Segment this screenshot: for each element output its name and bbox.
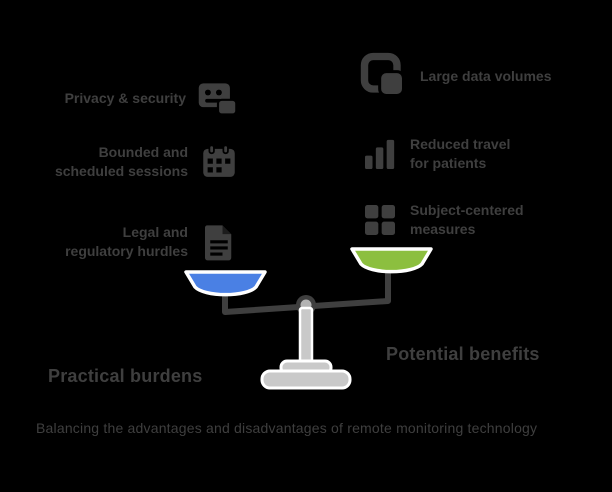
right-item-3-label: Subject-centered measures (410, 202, 524, 237)
left-item-1: Privacy & security (28, 76, 240, 120)
left-pan-label: Practical burdens (48, 366, 203, 386)
left-item-2-label: Bounded and scheduled sessions (54, 144, 188, 179)
right-item-2: Reduced travel for patients (360, 130, 590, 178)
scale-base-bottom (260, 369, 352, 390)
chart-icon (360, 134, 400, 174)
right-pan-label: Potential benefits (386, 344, 540, 364)
copy-icon (358, 50, 410, 102)
document-icon (198, 221, 240, 263)
scale-post (298, 306, 314, 370)
left-item-1-label: Privacy & security (64, 89, 186, 106)
right-item-3: Subject-centered measures (360, 196, 590, 244)
left-pan (184, 270, 267, 297)
left-item-2: Bounded and scheduled sessions (28, 138, 240, 186)
id-card-icon (196, 76, 240, 120)
right-item-1-label: Large data volumes (420, 67, 552, 84)
left-item-3: Legal and regulatory hurdles (28, 218, 240, 266)
figure-caption: Balancing the advantages and disadvantag… (36, 420, 538, 436)
right-item-1: Large data volumes (358, 50, 590, 102)
grid-icon (360, 200, 400, 240)
right-pan (350, 247, 433, 274)
calendar-icon (198, 141, 240, 183)
right-item-2-label: Reduced travel for patients (410, 136, 511, 171)
left-item-3-label: Legal and regulatory hurdles (65, 224, 188, 259)
